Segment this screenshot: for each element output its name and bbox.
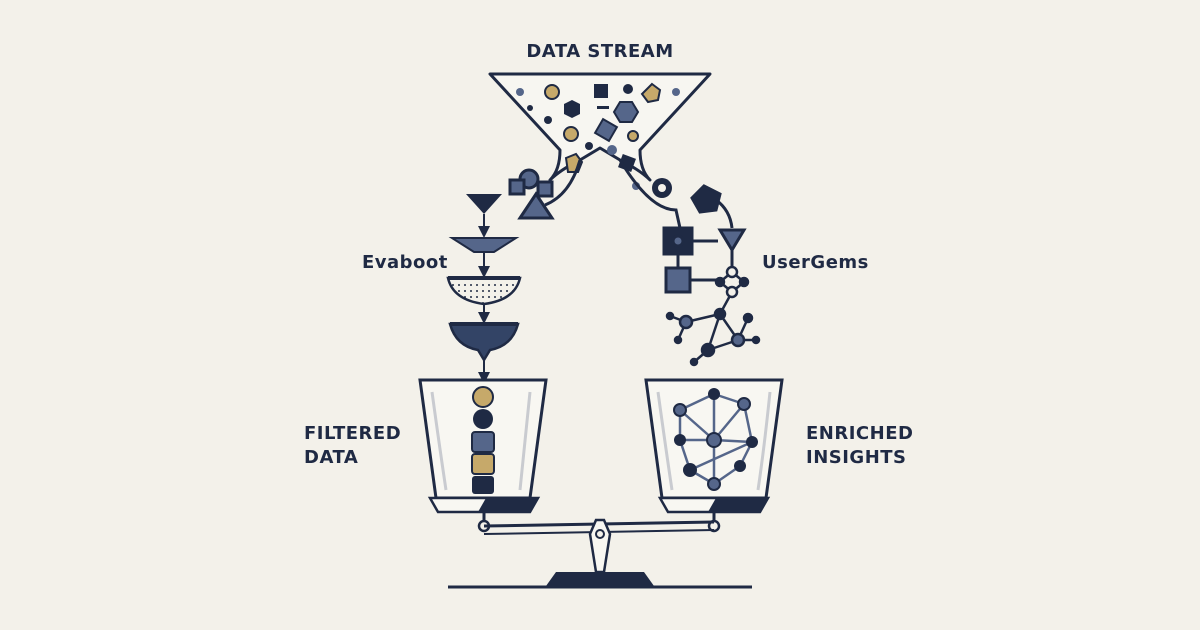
enriched-label-line-1: ENRICHED bbox=[806, 423, 914, 444]
left-stream-path bbox=[508, 159, 582, 220]
balance-scale-icon bbox=[427, 496, 771, 589]
right-stream-path bbox=[618, 159, 747, 294]
filtered-data-label: FILTERED DATA bbox=[304, 422, 401, 470]
usergems-label: UserGems bbox=[762, 252, 869, 273]
data-particles bbox=[516, 82, 680, 198]
evaboot-filter-stack bbox=[446, 194, 522, 384]
filtered-label-line-2: DATA bbox=[304, 447, 359, 468]
filtered-data-cup-icon bbox=[418, 378, 548, 500]
usergems-network-icon bbox=[665, 265, 761, 367]
enriched-insights-cup-icon bbox=[644, 378, 784, 500]
filtered-label-line-1: FILTERED bbox=[304, 423, 402, 444]
evaboot-label: Evaboot bbox=[362, 252, 448, 273]
data-stream-label: DATA STREAM bbox=[526, 41, 674, 62]
enriched-label-line-2: INSIGHTS bbox=[806, 447, 907, 468]
enriched-insights-label: ENRICHED INSIGHTS bbox=[806, 422, 913, 470]
